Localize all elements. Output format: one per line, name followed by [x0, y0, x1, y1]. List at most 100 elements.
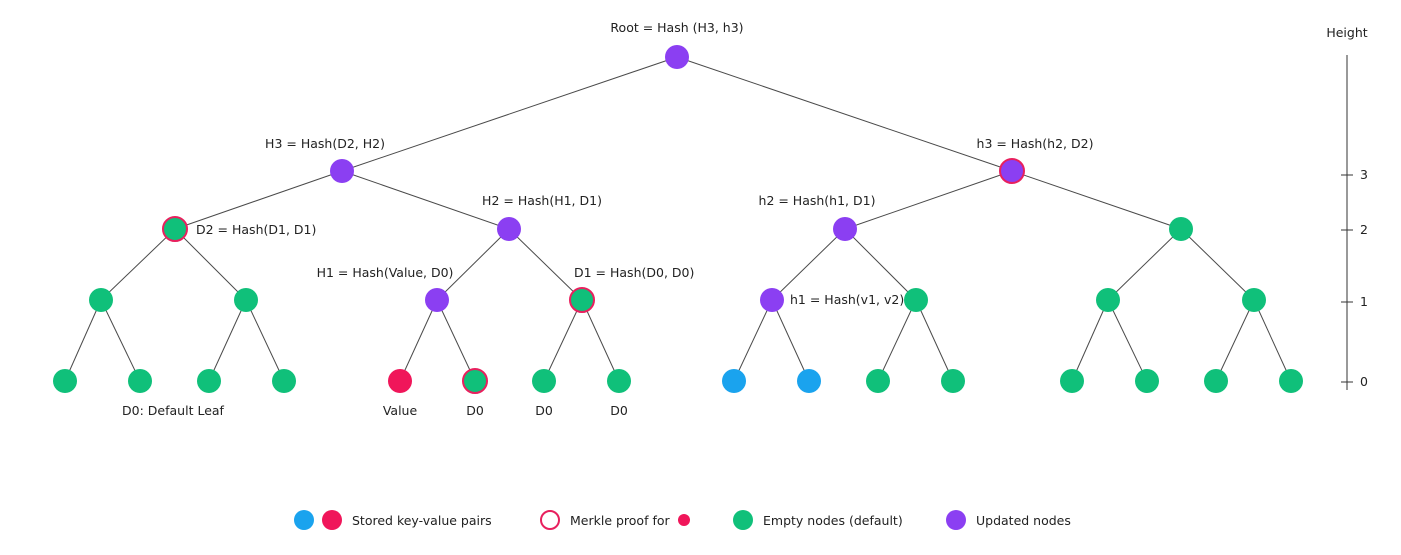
tree-edge: [771, 228, 846, 301]
empty-node: [607, 369, 631, 393]
tree-edge: [100, 299, 141, 382]
legend-empty-label: Empty nodes (default): [763, 512, 903, 528]
height-axis-tick: 0: [1341, 374, 1368, 389]
empty-node: [1135, 369, 1159, 393]
legend-stored-label: Stored key-value pairs: [352, 512, 492, 528]
tree-edge: [676, 56, 1013, 172]
updated-node: [833, 217, 857, 241]
empty-node: [1096, 288, 1120, 312]
updated-node: [665, 45, 689, 69]
tree-edge: [341, 56, 678, 172]
tree-edge: [100, 228, 176, 301]
empty-node-dot: [733, 510, 753, 530]
updated-node: [999, 158, 1025, 184]
stored-red-dot: [322, 510, 342, 530]
d2-label: D2 = Hash(D1, D1): [196, 222, 316, 237]
updated-node-dot: [946, 510, 966, 530]
proof-target-dot: [677, 514, 690, 526]
legend: Stored key-value pairs Merkle proof for …: [0, 508, 1401, 532]
updated-node: [497, 217, 521, 241]
tree-edge: [771, 299, 810, 382]
svg-text:1: 1: [1360, 294, 1368, 309]
legend-empty: Empty nodes (default): [733, 508, 903, 532]
tree-edge: [174, 228, 247, 301]
default-leaf-label: D0: Default Leaf: [122, 403, 225, 418]
tree-edge: [436, 299, 476, 382]
tree-edge: [174, 170, 343, 230]
tree-edge: [64, 299, 102, 382]
updated-node: [760, 288, 784, 312]
stored-blue-dot: [294, 510, 314, 530]
d0-leaf-label: D0: [535, 403, 553, 418]
tree-edge: [844, 170, 1013, 230]
svg-text:3: 3: [1360, 167, 1368, 182]
tree-edge: [436, 228, 510, 301]
tree-edge: [844, 228, 917, 301]
tree-edge: [581, 299, 620, 382]
svg-text:2: 2: [1360, 222, 1368, 237]
empty-node: [234, 288, 258, 312]
d0-leaf-label: D0: [466, 403, 484, 418]
updated-node: [425, 288, 449, 312]
tree-edges: [64, 56, 1292, 382]
sparse-merkle-tree-diagram: Root = Hash (H3, h3) H3 = Hash(D2, H2) h…: [53, 20, 1368, 418]
tree-edge: [915, 299, 954, 382]
legend-merkle-proof: Merkle proof for: [540, 508, 690, 532]
value-leaf-label: Value: [383, 403, 418, 418]
tree-edge: [399, 299, 438, 382]
d0-leaf-label: D0: [610, 403, 628, 418]
svg-text:0: 0: [1360, 374, 1368, 389]
legend-updated: Updated nodes: [946, 508, 1071, 532]
proof-ring-icon: [540, 510, 560, 530]
empty-node: [272, 369, 296, 393]
h2-upper-label: H2 = Hash(H1, D1): [482, 193, 602, 208]
d1-label: D1 = Hash(D0, D0): [574, 265, 694, 280]
h3-lower-label: h3 = Hash(h2, D2): [977, 136, 1094, 151]
tree-edge: [877, 299, 917, 382]
empty-node: [1204, 369, 1228, 393]
height-axis-title: Height: [1326, 25, 1367, 40]
legend-stored: Stored key-value pairs: [294, 508, 492, 532]
h1-lower-label: h1 = Hash(v1, v2): [790, 292, 904, 307]
empty-node: [904, 288, 928, 312]
empty-node: [532, 369, 556, 393]
empty-node: [1279, 369, 1303, 393]
empty-node: [53, 369, 77, 393]
empty-node: [1169, 217, 1193, 241]
tree-edge: [1011, 170, 1182, 230]
h2-lower-label: h2 = Hash(h1, D1): [759, 193, 876, 208]
stored-value-leaf: [388, 369, 412, 393]
legend-merkle-label: Merkle proof for: [570, 512, 670, 528]
stored-kv-leaf: [722, 369, 746, 393]
empty-node: [1060, 369, 1084, 393]
empty-node: [89, 288, 113, 312]
updated-node: [330, 159, 354, 183]
merkle-proof-node: [462, 368, 488, 394]
empty-node: [1242, 288, 1266, 312]
tree-edge: [1215, 299, 1255, 382]
tree-edge: [1253, 299, 1292, 382]
root-label: Root = Hash (H3, h3): [610, 20, 743, 35]
h3-upper-label: H3 = Hash(D2, H2): [265, 136, 385, 151]
tree-edge: [508, 228, 583, 301]
merkle-proof-node: [569, 287, 595, 313]
empty-node: [941, 369, 965, 393]
empty-node: [866, 369, 890, 393]
tree-edge: [341, 170, 510, 230]
tree-nodes: [53, 45, 1303, 394]
height-axis-tick: 2: [1341, 222, 1368, 237]
tree-edge: [1107, 299, 1148, 382]
tree-edge: [1071, 299, 1109, 382]
empty-node: [128, 369, 152, 393]
h1-upper-label: H1 = Hash(Value, D0): [317, 265, 454, 280]
tree-edge: [245, 299, 285, 382]
height-axis-tick: 1: [1341, 294, 1368, 309]
tree-edge: [1107, 228, 1182, 301]
empty-node: [197, 369, 221, 393]
legend-updated-label: Updated nodes: [976, 512, 1071, 528]
tree-edge: [1180, 228, 1255, 301]
stored-kv-leaf: [797, 369, 821, 393]
tree-edge: [733, 299, 773, 382]
tree-edge: [208, 299, 247, 382]
height-axis-tick: 3: [1341, 167, 1368, 182]
